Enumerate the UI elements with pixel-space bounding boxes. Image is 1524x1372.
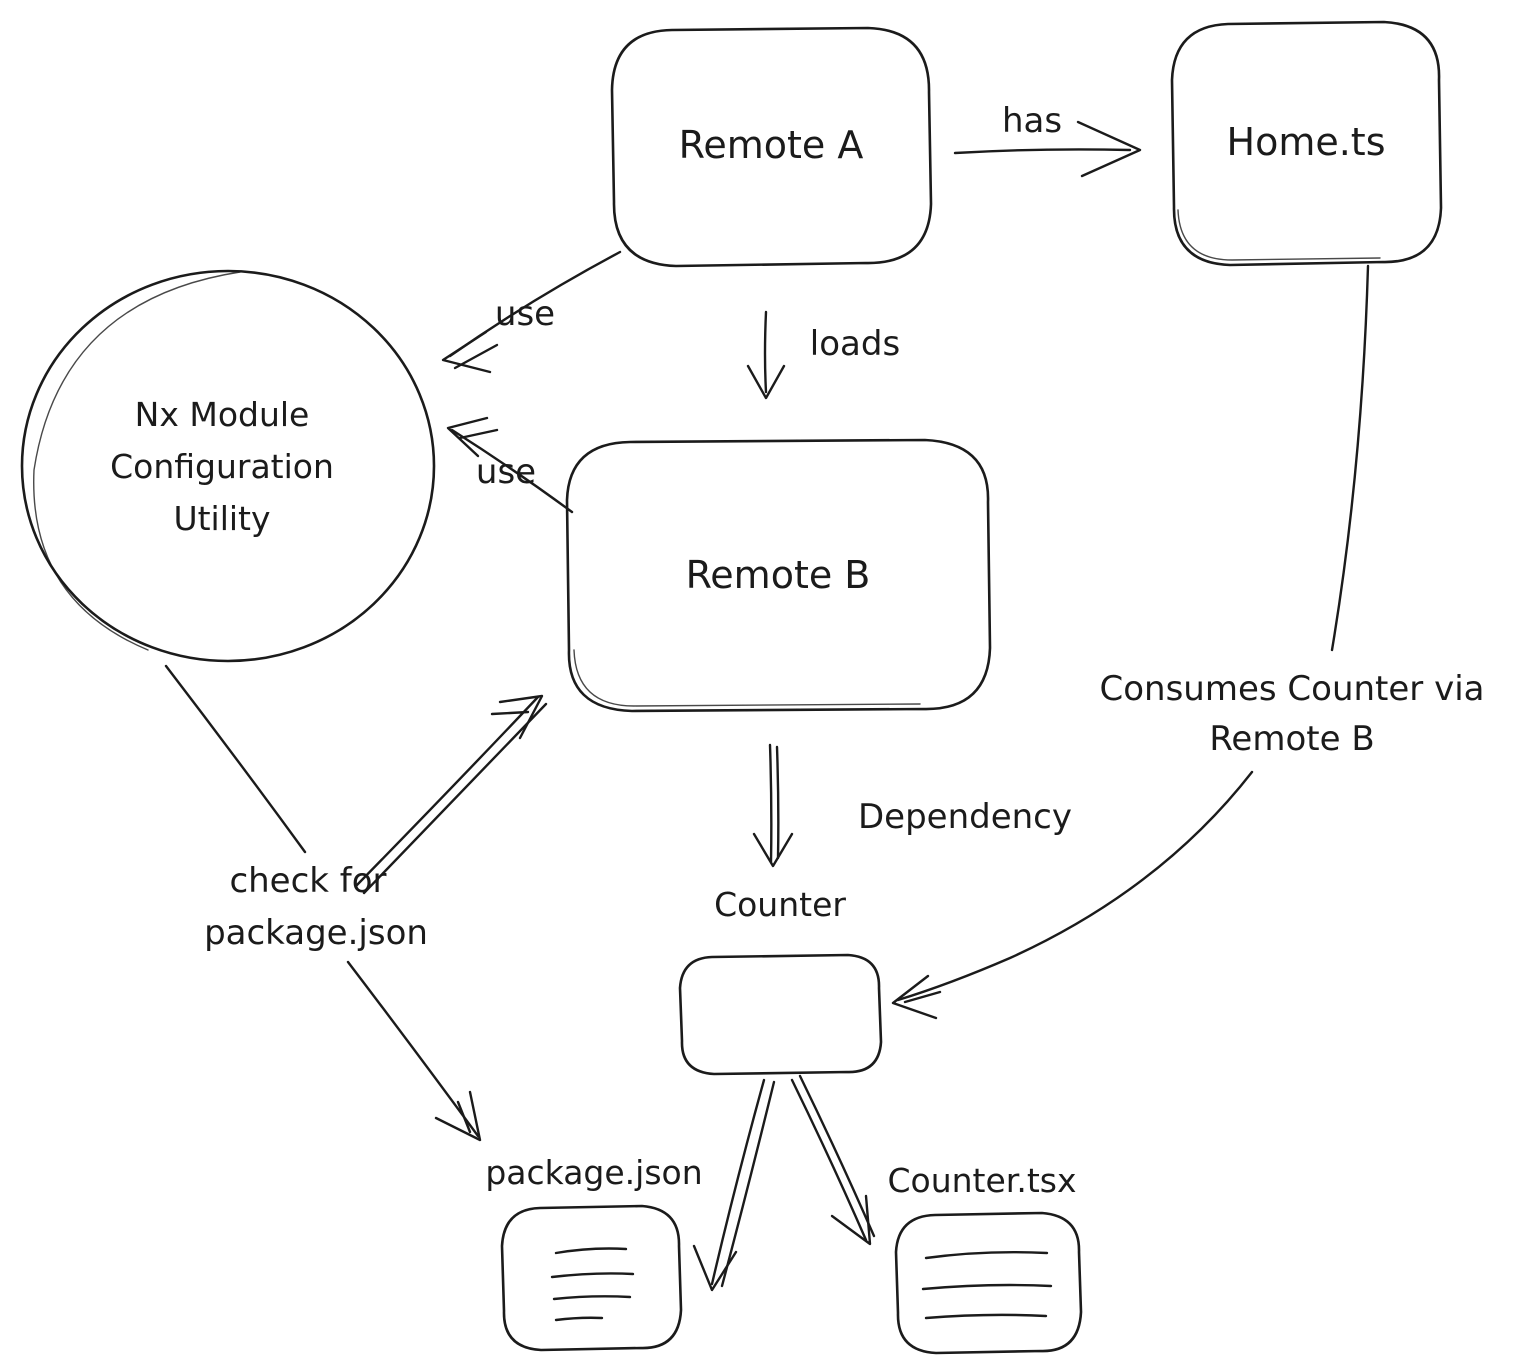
counter-to-package-arrow <box>692 1078 776 1292</box>
counter-to-tsx-arrow <box>790 1074 876 1246</box>
has-label: has <box>1002 101 1062 141</box>
remote-b-node: Remote B <box>565 438 992 713</box>
counter-box <box>678 953 883 1076</box>
check-arrow: check for package.json <box>164 664 482 1142</box>
to-remote-b-line1 <box>354 695 540 888</box>
consumes-arrowhead-extra <box>903 990 942 1004</box>
counter-to-tsx-line1 <box>790 1078 868 1242</box>
to-remote-b-line2 <box>362 702 548 895</box>
counter-to-tsx-line2 <box>798 1074 876 1238</box>
use-b-arrow: use <box>446 416 574 514</box>
remote-b-box <box>565 438 992 713</box>
counter-tsx-doc-line-2 <box>921 1283 1053 1291</box>
home-ts-box-overstroke <box>1177 209 1381 261</box>
check-label-line1: check for <box>229 861 386 901</box>
counter-to-package-arrowhead <box>692 1244 738 1292</box>
package-json-box <box>500 1204 683 1352</box>
counter-to-package-line2 <box>720 1080 776 1288</box>
counter-tsx-box <box>894 1211 1083 1355</box>
consumes-arrowhead <box>891 974 938 1020</box>
loads-arrow: loads <box>746 310 900 400</box>
check-arrowhead <box>434 1090 482 1142</box>
consumes-arrow: Consumes Counter via Remote B <box>891 264 1485 1020</box>
consumes-label-line1: Consumes Counter via <box>1100 669 1485 709</box>
remote-a-box <box>610 26 933 268</box>
counter-to-package-line1 <box>710 1078 766 1286</box>
nx-utility-label-line3: Utility <box>173 499 270 538</box>
consumes-curve-upper <box>1330 264 1370 652</box>
counter-tsx-doc-line-1 <box>924 1250 1049 1260</box>
remote-a-label: Remote A <box>679 123 864 167</box>
has-arrow-line <box>953 148 1132 155</box>
home-ts-box <box>1170 20 1443 267</box>
check-line-upper <box>164 664 307 854</box>
counter-to-tsx-arrowhead <box>830 1194 872 1246</box>
use-b-arrowhead <box>446 416 489 458</box>
use-b-arrowhead-extra <box>458 428 499 440</box>
counter-node: Counter <box>678 885 883 1076</box>
use-a-arrow: use <box>441 250 622 374</box>
consumes-curve-lower <box>896 770 1254 1002</box>
counter-label: Counter <box>714 885 846 924</box>
nx-utility-label-line1: Nx Module <box>135 395 310 434</box>
to-remote-b-arrow <box>354 694 548 895</box>
counter-tsx-doc-line-3 <box>924 1313 1048 1320</box>
package-json-doc-line-4 <box>554 1316 604 1322</box>
consumes-label-line2: Remote B <box>1209 719 1374 759</box>
package-json-doc-line-3 <box>552 1295 632 1301</box>
dependency-arrowhead <box>752 832 794 868</box>
to-remote-b-arrowhead-extra <box>490 710 530 716</box>
package-json-label: package.json <box>485 1153 702 1192</box>
check-label-line2: package.json <box>204 913 428 953</box>
use-b-label: use <box>476 452 536 492</box>
dependency-label: Dependency <box>858 797 1072 837</box>
remote-b-label: Remote B <box>686 553 871 597</box>
package-json-node: package.json <box>485 1153 703 1352</box>
use-b-arrow-line <box>450 428 574 514</box>
use-a-label: use <box>495 294 555 334</box>
counter-tsx-node: Counter.tsx <box>888 1161 1083 1355</box>
has-arrow: has <box>953 101 1142 178</box>
loads-arrow-line <box>763 310 768 394</box>
use-a-arrowhead <box>441 330 492 374</box>
check-line-lower <box>346 960 480 1138</box>
remote-a-node: Remote A <box>610 26 933 268</box>
dependency-arrow: Dependency <box>752 743 1072 868</box>
use-a-arrowhead-extra <box>453 343 499 370</box>
dependency-arrow-line <box>768 743 773 864</box>
loads-label: loads <box>810 324 900 364</box>
nx-utility-label-line2: Configuration <box>110 447 334 486</box>
package-json-doc-line-2 <box>550 1272 635 1279</box>
remote-b-box-overstroke <box>573 649 921 707</box>
check-arrowhead-extra <box>456 1100 472 1134</box>
to-remote-b-arrowhead <box>498 694 544 740</box>
dependency-arrow-line2 <box>775 745 780 860</box>
nx-utility-node: Nx Module Configuration Utility <box>20 269 436 663</box>
nx-utility-circle-overstroke <box>33 271 241 651</box>
counter-tsx-label: Counter.tsx <box>888 1161 1077 1200</box>
loads-arrowhead <box>746 364 786 400</box>
package-json-doc-line-1 <box>554 1247 628 1255</box>
nx-utility-circle <box>20 269 436 663</box>
has-arrowhead <box>1076 120 1142 178</box>
home-ts-node: Home.ts <box>1170 20 1443 267</box>
home-ts-label: Home.ts <box>1227 120 1386 164</box>
